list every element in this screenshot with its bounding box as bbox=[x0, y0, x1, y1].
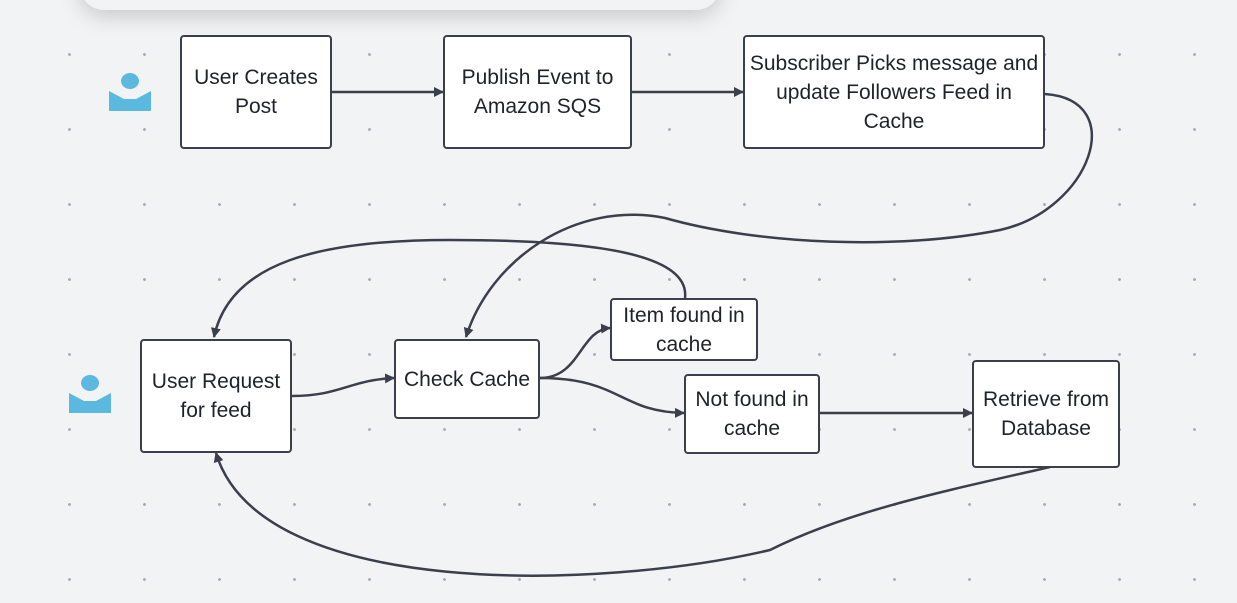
node-retrieve-db[interactable]: Retrieve from Database bbox=[972, 360, 1120, 468]
node-check-cache[interactable]: Check Cache bbox=[394, 339, 540, 419]
node-publish-event[interactable]: Publish Event to Amazon SQS bbox=[443, 35, 632, 149]
user-icon[interactable] bbox=[68, 374, 112, 414]
edge-item-found-to-user-request[interactable] bbox=[210, 238, 687, 338]
node-label: User Creates Post bbox=[194, 66, 318, 118]
toolbar-shadow bbox=[80, 0, 720, 10]
node-user-creates-post[interactable]: User Creates Post bbox=[180, 35, 332, 149]
node-label: Retrieve from Database bbox=[982, 388, 1110, 440]
user-icon[interactable] bbox=[108, 72, 152, 112]
edge-subscriber-to-check-cache[interactable] bbox=[463, 92, 1094, 338]
edge-check-cache-to-not-found[interactable] bbox=[539, 376, 685, 418]
node-user-request-feed[interactable]: User Request for feed bbox=[140, 339, 292, 453]
edge-user-request-to-check-cache[interactable] bbox=[291, 373, 395, 398]
node-label: Check Cache bbox=[403, 367, 531, 391]
edge-check-cache-to-item-found[interactable] bbox=[539, 323, 611, 380]
node-label: User Request for feed bbox=[151, 370, 281, 422]
node-item-found[interactable]: Item found in cache bbox=[610, 298, 758, 361]
node-label: Publish Event to Amazon SQS bbox=[461, 66, 614, 118]
node-label: Not found in cache bbox=[695, 388, 809, 440]
node-label: Subscriber Picks message and update Foll… bbox=[749, 51, 1039, 133]
node-label: Item found in cache bbox=[623, 303, 745, 356]
node-subscriber-picks[interactable]: Subscriber Picks message and update Foll… bbox=[743, 35, 1045, 149]
edge-retrieve-db-to-user-request[interactable] bbox=[213, 452, 1051, 577]
node-not-found[interactable]: Not found in cache bbox=[684, 374, 820, 454]
